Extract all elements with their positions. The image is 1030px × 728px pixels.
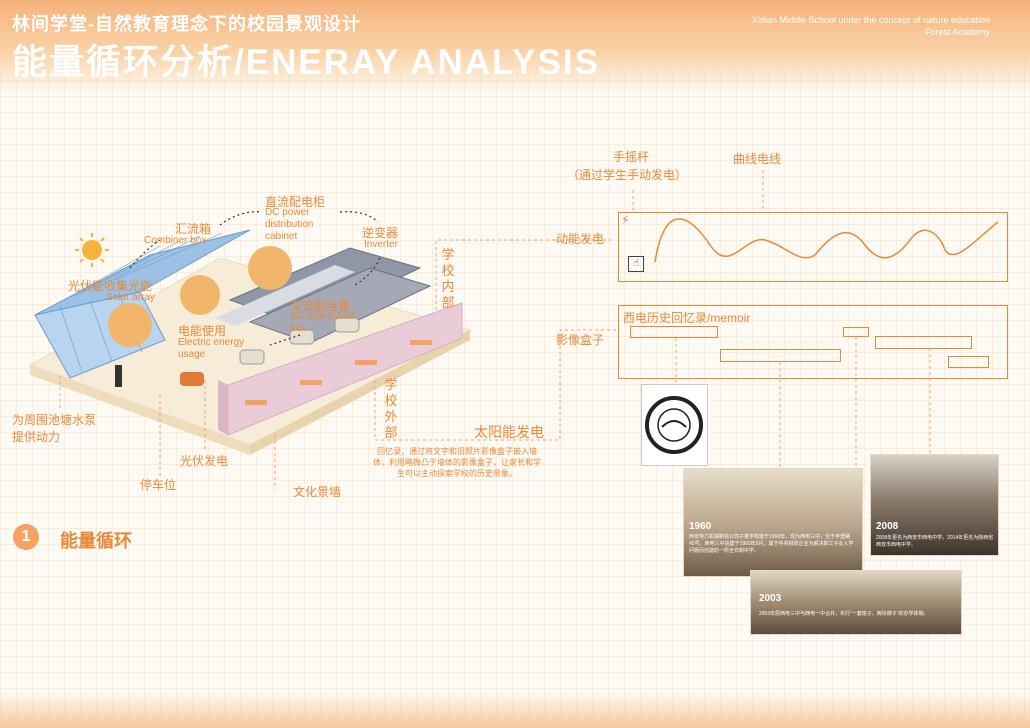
header-band xyxy=(0,0,1030,95)
label-solar-cn: 光伏能收集光能 xyxy=(68,279,153,293)
tree-3 xyxy=(248,246,292,290)
label-outside-school: 学校外部 xyxy=(384,377,398,440)
label-inverter-en: Inverter xyxy=(364,239,398,250)
label-usage-en: Electric energy usage xyxy=(178,337,245,360)
photo-2008-year: 2008 xyxy=(876,521,899,532)
photo-1960-caption: 西安电力机械制造公司子弟学校建于1960年，现为西电三中，位于丰登路45号。西电… xyxy=(689,534,854,554)
section-title: 能量循环 xyxy=(60,531,132,551)
english-subtitle-line2: Forest Academy xyxy=(924,27,990,37)
scooter-2 xyxy=(239,349,265,365)
label-ac-en: AC distribution box xyxy=(290,311,356,334)
tree-1 xyxy=(108,303,152,347)
sun-icon xyxy=(75,233,109,267)
photo-2008: 2008 2008年更名为西安市西电中学。2014年更名为陕西省西安市西电中学。 xyxy=(870,454,999,556)
memoir-slot-1 xyxy=(630,326,718,338)
label-curve-wire: 曲线电线 xyxy=(733,152,782,166)
memoir-slot-5 xyxy=(948,356,989,368)
label-inverter-cn: 逆变器 xyxy=(362,226,399,240)
hand-icon: ☝ xyxy=(628,256,644,272)
page-title: 能量循环分析/ENERAY ANALYSIS xyxy=(12,43,600,82)
label-image-box: 影像盒子 xyxy=(556,333,605,347)
english-subtitle-line1: Xidian Middle School under the concept o… xyxy=(751,15,990,25)
label-dc-cn: 直流配电柜 xyxy=(265,195,326,209)
label-solar-en: Solar array xyxy=(106,292,155,303)
ground-edge-right xyxy=(250,330,470,455)
memory-note: 回忆录，通过将文字和旧照片影像盒子嵌入墙体，利用略微凸于墙体的影像盒子，让家长和… xyxy=(373,447,541,478)
footer-band xyxy=(0,692,1030,728)
photo-2003-year: 2003 xyxy=(759,593,782,604)
label-culture-wall: 文化景墙 xyxy=(293,485,342,499)
page-subtitle: 林间学堂-自然教育理念下的校园景观设计 xyxy=(12,14,361,34)
section-number-badge: 1 xyxy=(13,524,39,550)
label-pump-line2: 提供动力 xyxy=(12,430,61,444)
scooter-1 xyxy=(180,372,204,386)
photo-2008-caption: 2008年更名为西安市西电中学。2014年更名为陕西省西安市西电中学。 xyxy=(876,535,994,548)
photo-2003-caption: 2003年原西电三中与西电一中合并，实行“一套班子、两块牌子”的办学体制。 xyxy=(759,611,929,617)
label-usage-cn: 电能使用 xyxy=(178,324,227,338)
memoir-panel xyxy=(618,305,1008,379)
label-dc-en: DC power distribution cabinet xyxy=(265,207,314,242)
person xyxy=(115,365,122,387)
kinetic-panel xyxy=(618,212,1008,282)
ground-edge-left xyxy=(30,365,250,455)
label-pv-gen: 光伏发电 xyxy=(180,454,229,468)
memoir-slot-3 xyxy=(843,327,869,337)
school-badge-card xyxy=(641,384,708,466)
tree-2 xyxy=(180,275,220,315)
photo-1960-year: 1960 xyxy=(689,521,712,532)
english-subtitle: Xidian Middle School under the concept o… xyxy=(752,14,990,38)
label-combiner-en: Combiner box xyxy=(144,235,207,246)
scooter-3 xyxy=(289,329,315,345)
kinetic-wave-line xyxy=(654,218,999,263)
energy-flow-arrows xyxy=(129,211,381,346)
label-ac-cn: 交流配电箱 xyxy=(290,299,351,313)
culture-wall-side xyxy=(218,380,228,435)
label-combiner-cn: 汇流箱 xyxy=(175,222,212,236)
label-parking: 停车位 xyxy=(140,478,177,492)
label-inside-school: 学校内部 xyxy=(441,247,455,310)
solar-roof-edge xyxy=(215,265,355,326)
memoir-slot-2 xyxy=(720,349,841,362)
label-crank: 手摇杆 xyxy=(613,150,650,164)
wall-windows xyxy=(245,340,432,405)
label-pump-line1: 为周围池塘水泵 xyxy=(12,413,97,427)
label-crank-sub: （通过学生手动发电） xyxy=(567,168,688,182)
scooter-4 xyxy=(334,317,360,333)
school-badge-logo xyxy=(645,396,703,454)
photo-2003: 2003 2003年原西电三中与西电一中合并，实行“一套班子、两块牌子”的办学体… xyxy=(750,570,962,635)
label-kinetic: 动能发电 xyxy=(556,232,605,246)
memoir-title: 西电历史回忆录/memoir xyxy=(623,311,751,325)
photo-1960: 1960 西安电力机械制造公司子弟学校建于1960年，现为西电三中，位于丰登路4… xyxy=(683,468,863,577)
lightning-icon: ⚡ xyxy=(621,213,630,227)
memoir-slot-4 xyxy=(875,336,972,349)
label-solar-power: 太阳能发电 xyxy=(474,424,544,440)
